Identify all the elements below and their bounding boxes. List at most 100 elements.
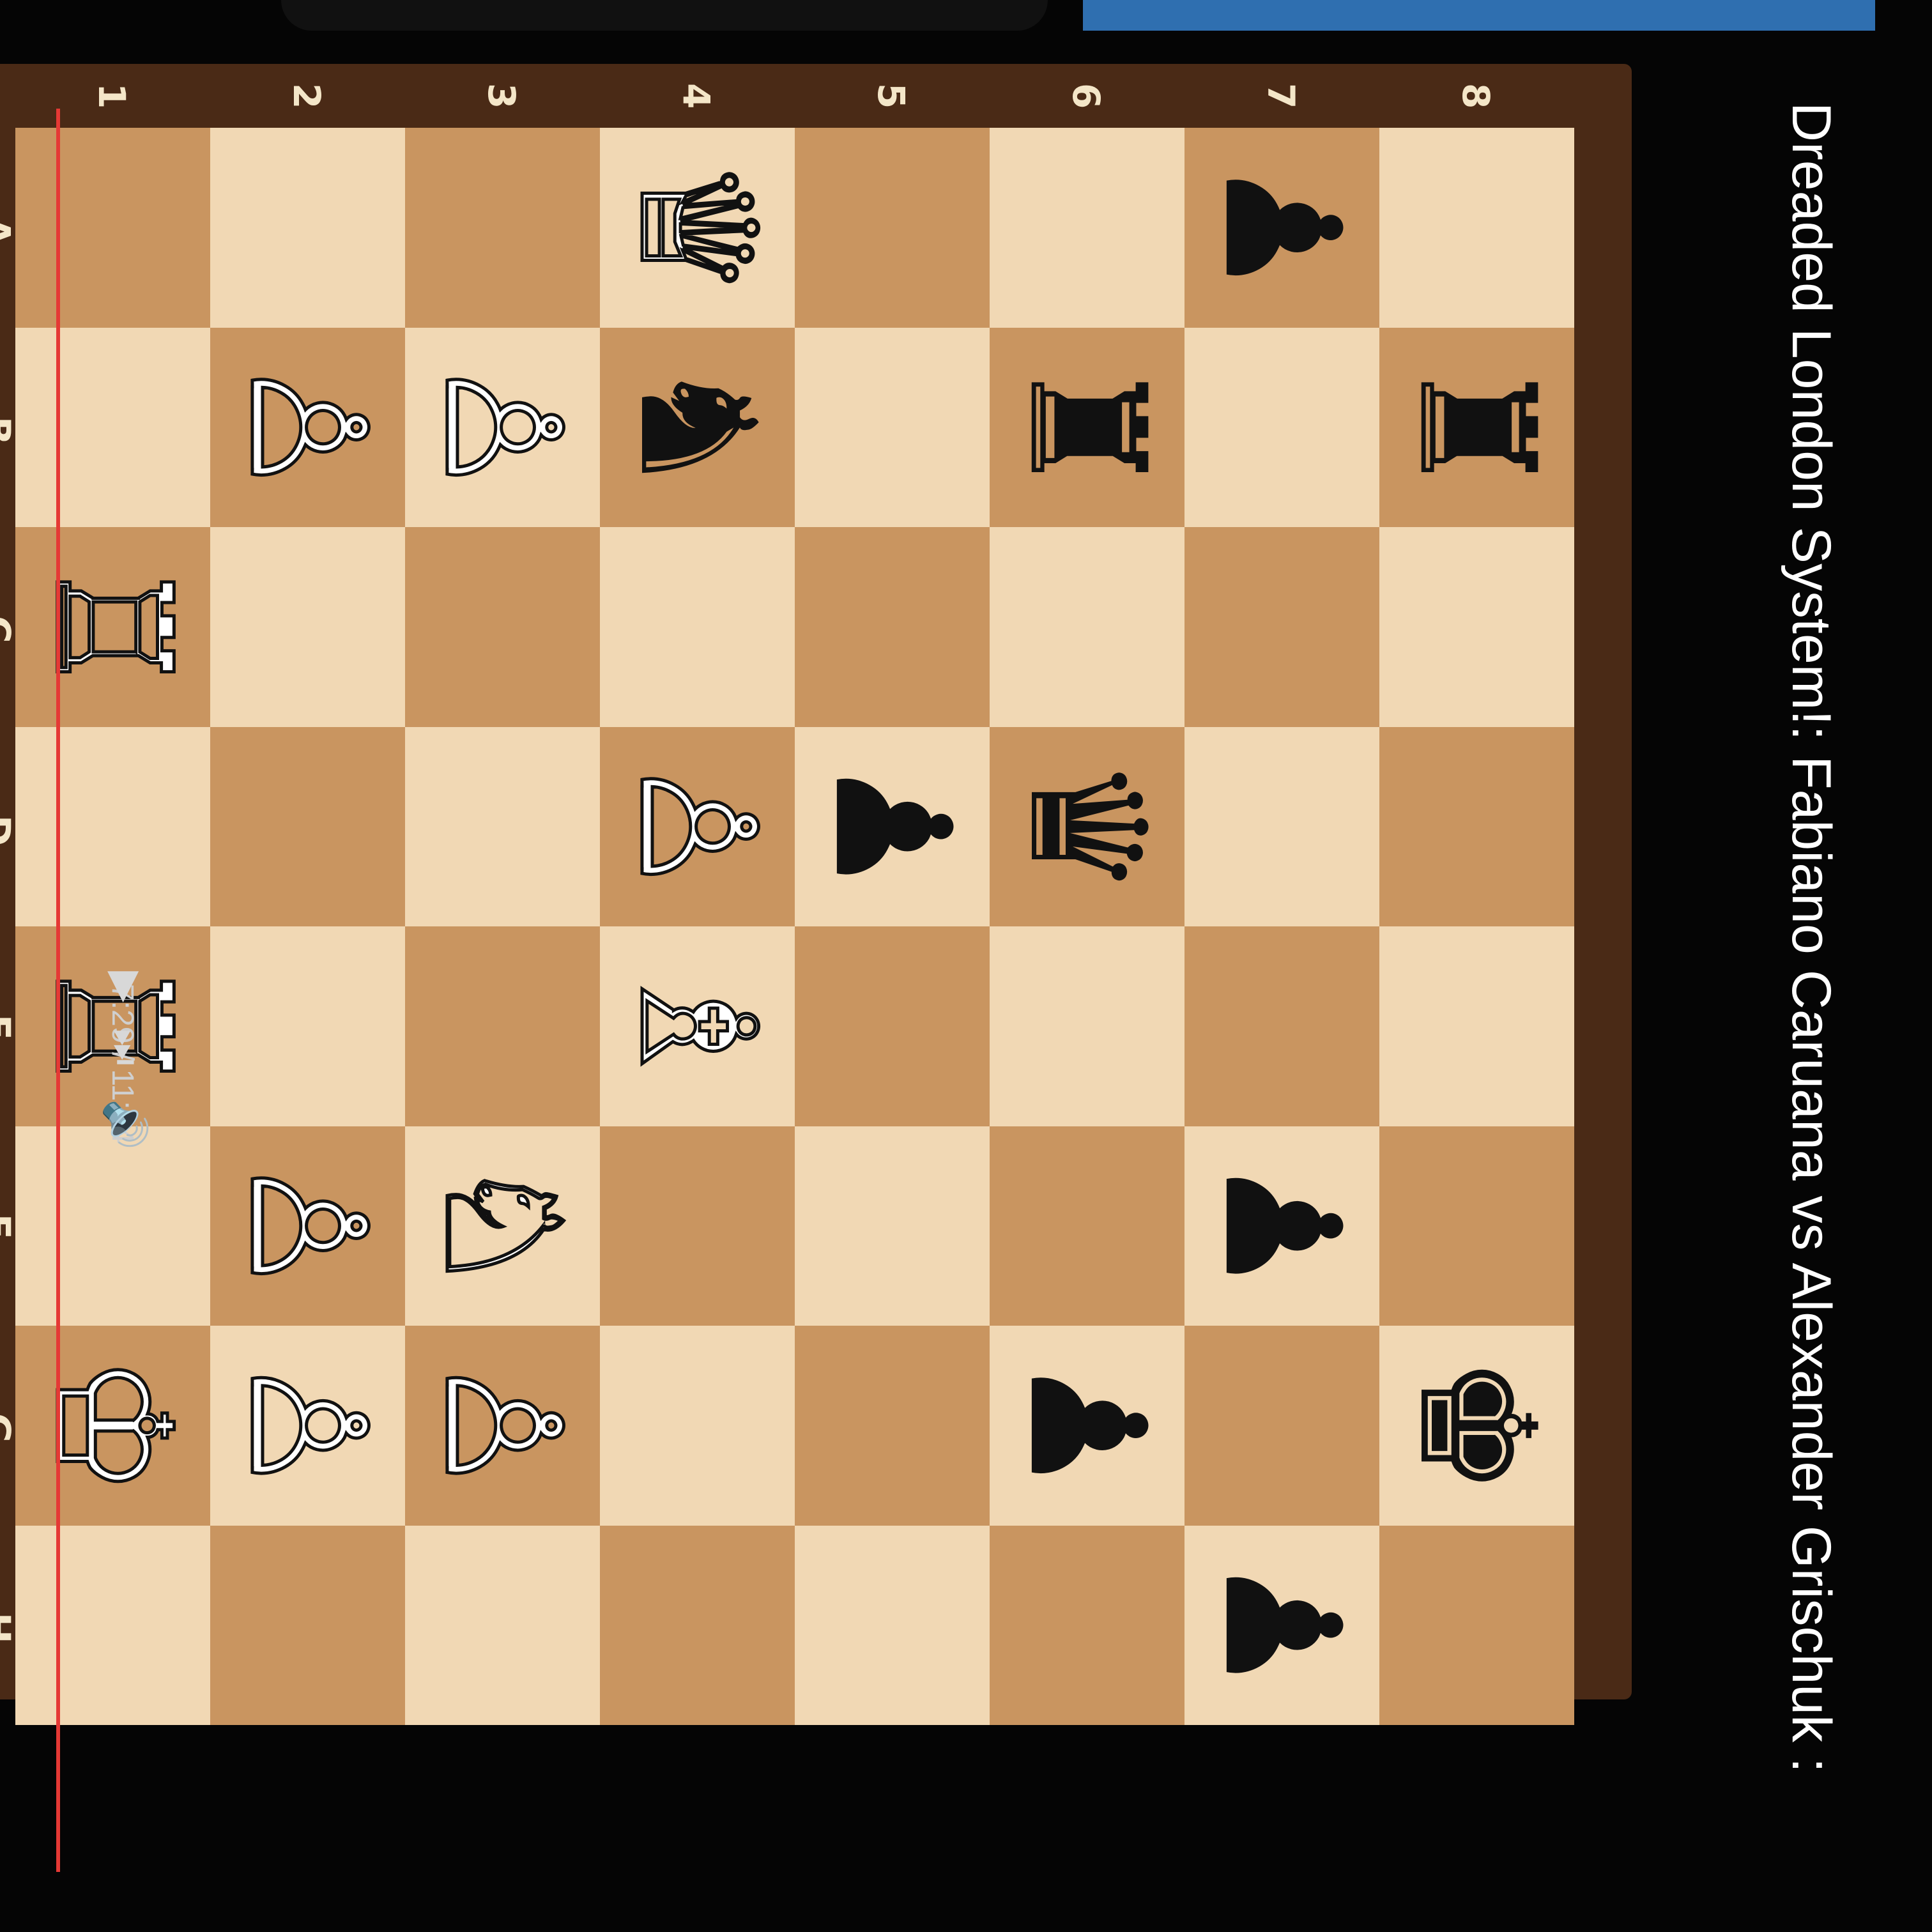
- rank-label-4: 4: [675, 83, 718, 109]
- square-f2[interactable]: ♙: [210, 1126, 405, 1326]
- progress-bar[interactable]: [56, 109, 60, 1872]
- square-e4[interactable]: ♗: [600, 926, 795, 1126]
- square-d1[interactable]: [15, 726, 210, 926]
- black-pawn-icon[interactable]: ♟: [799, 755, 986, 898]
- square-g6[interactable]: ♟: [990, 1326, 1184, 1526]
- square-d6[interactable]: ♛: [990, 726, 1184, 926]
- square-f8[interactable]: [1379, 1126, 1574, 1326]
- black-pawn-icon[interactable]: ♟: [1189, 156, 1376, 300]
- square-c3[interactable]: [405, 527, 600, 727]
- square-f7[interactable]: ♟: [1184, 1126, 1379, 1326]
- square-f1[interactable]: [15, 1126, 210, 1326]
- black-pawn-icon[interactable]: ♟: [1189, 1553, 1376, 1697]
- white-knight-icon[interactable]: ♘: [408, 1153, 597, 1299]
- square-c7[interactable]: [1184, 527, 1379, 727]
- square-h5[interactable]: [795, 1525, 990, 1725]
- square-e7[interactable]: [1184, 926, 1379, 1126]
- black-pawn-icon[interactable]: ♟: [1189, 1154, 1376, 1298]
- square-d2[interactable]: [210, 726, 405, 926]
- square-b5[interactable]: [795, 327, 990, 527]
- black-rook-icon[interactable]: ♜: [994, 355, 1181, 499]
- top-thumbnail-left[interactable]: [281, 0, 1048, 31]
- square-a2[interactable]: [210, 128, 405, 328]
- black-king-icon[interactable]: ♚: [1384, 1354, 1570, 1498]
- square-c1[interactable]: ♖: [15, 527, 210, 727]
- file-label-b: B: [0, 417, 19, 445]
- square-h8[interactable]: [1379, 1525, 1574, 1725]
- square-h7[interactable]: ♟: [1184, 1525, 1379, 1725]
- square-a4[interactable]: ♕: [600, 128, 795, 328]
- square-h1[interactable]: [15, 1525, 210, 1725]
- square-a6[interactable]: [990, 128, 1184, 328]
- white-pawn-icon[interactable]: ♙: [213, 354, 402, 500]
- square-a1[interactable]: [15, 128, 210, 328]
- square-f6[interactable]: [990, 1126, 1184, 1326]
- black-knight-icon[interactable]: ♞: [604, 355, 791, 499]
- square-e2[interactable]: [210, 926, 405, 1126]
- top-thumbnail-right[interactable]: [1083, 0, 1875, 31]
- white-pawn-icon[interactable]: ♙: [213, 1353, 402, 1499]
- black-pawn-icon[interactable]: ♟: [994, 1354, 1181, 1498]
- white-pawn-icon[interactable]: ♙: [408, 1353, 597, 1499]
- square-b2[interactable]: ♙: [210, 327, 405, 527]
- rank-label-7: 7: [1259, 83, 1303, 109]
- square-a7[interactable]: ♟: [1184, 128, 1379, 328]
- square-a5[interactable]: [795, 128, 990, 328]
- square-h4[interactable]: [600, 1525, 795, 1725]
- rank-label-6: 6: [1064, 83, 1108, 109]
- square-d7[interactable]: [1184, 726, 1379, 926]
- volume-icon[interactable]: 🔊: [102, 1099, 149, 1150]
- square-a3[interactable]: [405, 128, 600, 328]
- square-h6[interactable]: [990, 1525, 1184, 1725]
- square-g5[interactable]: [795, 1326, 990, 1526]
- video-title: Dreaded London System!: Fabiano Caruana …: [1781, 102, 1842, 1773]
- file-label-f: F: [0, 1214, 19, 1239]
- square-g7[interactable]: [1184, 1326, 1379, 1526]
- square-c6[interactable]: [990, 527, 1184, 727]
- square-h2[interactable]: [210, 1525, 405, 1725]
- square-c5[interactable]: [795, 527, 990, 727]
- rank-label-3: 3: [480, 83, 523, 109]
- square-d5[interactable]: ♟: [795, 726, 990, 926]
- black-queen-icon[interactable]: ♛: [994, 755, 1181, 898]
- square-d4[interactable]: ♙: [600, 726, 795, 926]
- rank-label-8: 8: [1454, 83, 1498, 109]
- square-f4[interactable]: [600, 1126, 795, 1326]
- square-h3[interactable]: [405, 1525, 600, 1725]
- square-b3[interactable]: ♙: [405, 327, 600, 527]
- square-b7[interactable]: [1184, 327, 1379, 527]
- file-label-g: G: [0, 1413, 19, 1444]
- square-e6[interactable]: [990, 926, 1184, 1126]
- square-g8[interactable]: ♚: [1379, 1326, 1574, 1526]
- white-pawn-icon[interactable]: ♙: [603, 753, 792, 900]
- square-c8[interactable]: [1379, 527, 1574, 727]
- play-icon[interactable]: ▶: [102, 971, 150, 1003]
- square-f3[interactable]: ♘: [405, 1126, 600, 1326]
- square-d8[interactable]: [1379, 726, 1574, 926]
- square-c2[interactable]: [210, 527, 405, 727]
- square-e5[interactable]: [795, 926, 990, 1126]
- square-f5[interactable]: [795, 1126, 990, 1326]
- square-e8[interactable]: [1379, 926, 1574, 1126]
- square-b1[interactable]: [15, 327, 210, 527]
- white-bishop-icon[interactable]: ♗: [603, 953, 792, 1100]
- rank-label-5: 5: [870, 83, 913, 109]
- chess-board: ♜♚♟♟♟♜♛♟♟♕♞♙♗♙♘♙♙♙♙♖♖♔: [15, 128, 1574, 1725]
- white-pawn-icon[interactable]: ♙: [408, 354, 597, 500]
- black-rook-icon[interactable]: ♜: [1384, 355, 1570, 499]
- square-g4[interactable]: [600, 1326, 795, 1526]
- square-d3[interactable]: [405, 726, 600, 926]
- square-e3[interactable]: [405, 926, 600, 1126]
- square-b4[interactable]: ♞: [600, 327, 795, 527]
- square-g1[interactable]: ♔: [15, 1326, 210, 1526]
- square-g2[interactable]: ♙: [210, 1326, 405, 1526]
- skip-next-icon[interactable]: ⏭: [102, 1029, 150, 1066]
- square-b8[interactable]: ♜: [1379, 327, 1574, 527]
- square-a8[interactable]: [1379, 128, 1574, 328]
- square-b6[interactable]: ♜: [990, 327, 1184, 527]
- white-pawn-icon[interactable]: ♙: [213, 1153, 402, 1299]
- white-queen-icon[interactable]: ♕: [603, 155, 792, 301]
- square-c4[interactable]: [600, 527, 795, 727]
- square-g3[interactable]: ♙: [405, 1326, 600, 1526]
